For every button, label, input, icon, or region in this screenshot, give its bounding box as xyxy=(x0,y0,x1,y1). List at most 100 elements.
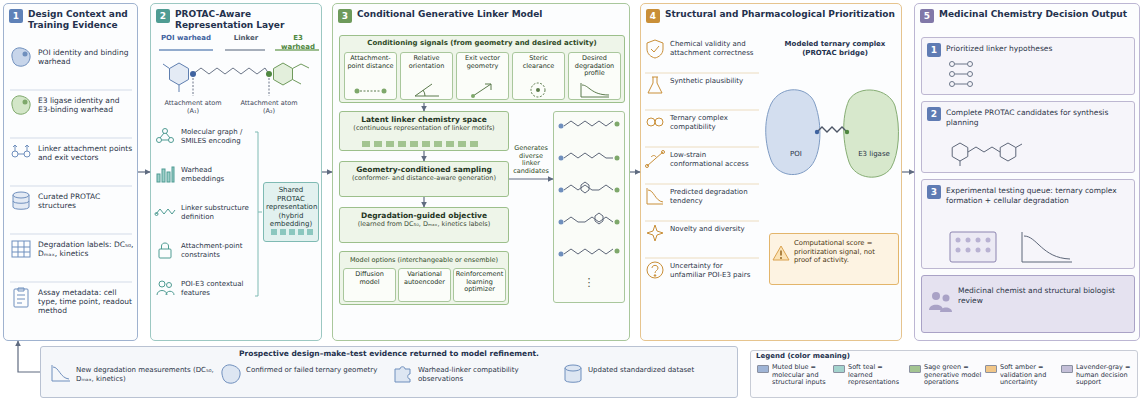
annotation-label: Linker attachment points and exit vector… xyxy=(38,144,134,162)
node-title: Shared PROTAC representation (hybrid emb… xyxy=(264,183,318,229)
objective-box: Degradation-guided objective(learned fro… xyxy=(339,207,509,243)
annotation-label: POI xyxy=(776,150,816,159)
edge-label: Generates diverse linker candidates xyxy=(511,145,551,175)
annotation-label: Synthetic plausibility xyxy=(670,77,760,86)
step-number: 2 xyxy=(927,107,941,121)
conditioning-box: Conditioning signals (from geometry and … xyxy=(339,35,625,103)
legend-item: Soft teal = learned representations xyxy=(833,364,907,394)
step-number: 5 xyxy=(920,9,934,23)
legend-swatch xyxy=(1061,365,1073,373)
node-title: ⋮ xyxy=(554,112,624,289)
flow-arrow xyxy=(509,178,553,179)
model-box: Variational autoencoder xyxy=(398,268,451,302)
legend-item: Muted blue = molecular and structural in… xyxy=(757,364,831,394)
annotation-label: Attachment-point constraints xyxy=(181,242,253,259)
annotation-label: E3 ligase xyxy=(845,150,903,159)
signal-box: Attachment-point distance xyxy=(344,52,397,100)
node-subtitle: Conditional Generative Linker Model xyxy=(357,4,629,20)
node-title: Prospective design–make–test evidence re… xyxy=(41,347,737,358)
stage-panel: 3 Conditional Generative Linker ModelCond… xyxy=(332,3,630,341)
flow-arrow xyxy=(902,171,914,172)
annotation-label: Novelty and diversity xyxy=(670,225,760,234)
annotation-label: POI warhead xyxy=(156,34,216,43)
legend-text: Muted blue = molecular and structural in… xyxy=(772,364,831,387)
annotation-label: New degradation measurements (DC₅₀, Dₘₐₓ… xyxy=(76,366,214,383)
annotation-label: Predicted degradation tendency xyxy=(670,188,760,205)
flow-arrow xyxy=(423,197,424,207)
review-box: Medicinal chemist and structural biologi… xyxy=(921,275,1135,333)
annotation-label: POI-E3 contextual features xyxy=(181,280,253,297)
reviewer-icon xyxy=(922,276,1134,332)
node-subtitle: (conformer- and distance-aware generatio… xyxy=(343,174,505,182)
annotation-label: Updated standardized dataset xyxy=(588,366,726,375)
step-number: 4 xyxy=(646,9,660,23)
node-title: Exit vector geometry xyxy=(458,55,507,70)
legend-text: Soft amber = validation and uncertainty xyxy=(1000,364,1059,387)
legend-item: Sage green = generative model operations xyxy=(909,364,983,394)
linker-candidates xyxy=(554,112,624,302)
annotation-label: E3 ligase identity and E3-binding warhea… xyxy=(38,96,134,114)
node-title: Diffusion model xyxy=(345,271,394,286)
output-box: 2Complete PROTAC candidates for synthesi… xyxy=(921,101,1135,173)
output-box: 1 Prioritized linker hypotheses xyxy=(921,37,1135,95)
flow-arrow xyxy=(630,171,640,172)
step-number: 3 xyxy=(927,185,941,199)
node-title: Attachment-point distance xyxy=(346,55,395,70)
annotation-label: POI identity and binding warhead xyxy=(38,48,134,66)
warning-box: Computational score = prioritization sig… xyxy=(769,233,899,285)
annotation-label: Low-strain conformational access xyxy=(670,151,760,168)
output-box: 3 Experimental testing queue: ternary com… xyxy=(921,179,1135,269)
node-title: Model options (interchangeable or ensemb… xyxy=(343,255,505,264)
model-options-box: Model options (interchangeable or ensemb… xyxy=(339,251,509,305)
node-title: Reinforcement learning optimizer xyxy=(455,271,504,294)
node-subtitle: Prioritized linker hypotheses xyxy=(946,38,1134,54)
annotation-label: Degradation labels: DC₅₀, Dₘₐₓ, kinetics xyxy=(38,240,134,258)
node-subtitle: Experimental testing queue: ternary comp… xyxy=(946,180,1134,205)
step-number: 3 xyxy=(338,9,352,23)
node-subtitle: (continuous representation of linker mot… xyxy=(343,124,505,132)
stage-panel: 5Medicinal Chemistry Decision Output 1Pr… xyxy=(914,3,1140,341)
annotation-label: Uncertainty for unfamiliar POI-E3 pairs xyxy=(670,262,760,279)
annotation-label: Confirmed or failed ternary geometry xyxy=(246,366,384,375)
legend-swatch xyxy=(985,365,997,373)
model-box: Reinforcement learning optimizer xyxy=(453,268,506,302)
legend-swatch xyxy=(757,365,769,373)
flow-arrow xyxy=(138,171,150,172)
step-number: 2 xyxy=(156,9,170,23)
node-subtitle: PROTAC-Aware Representation Layer xyxy=(175,4,321,31)
legend-item: Soft amber = validation and uncertainty xyxy=(985,364,1059,394)
latent-space-box: Latent linker chemistry space(continuous… xyxy=(339,111,509,151)
node-title: Latent linker chemistry space xyxy=(343,115,505,124)
candidate-box: ⋮ xyxy=(553,111,625,303)
signal-box: Steric clearance xyxy=(512,52,565,100)
annotation-label: Warhead-linker compatibility observation… xyxy=(418,366,556,383)
annotation-label: Attachment atom (A₁) xyxy=(158,100,228,115)
legend-item: Lavender-gray = human decision support xyxy=(1061,364,1135,394)
annotation-label: Chemical validity and attachment correct… xyxy=(670,40,760,57)
step-number: 1 xyxy=(927,43,941,57)
annotation-label: Warhead embeddings xyxy=(181,166,253,183)
flow-arrow xyxy=(423,103,424,111)
annotation-label: Assay metadata: cell type, time point, r… xyxy=(38,288,134,315)
flow-arrow xyxy=(322,171,332,172)
protac-molecule xyxy=(151,4,321,340)
flow-arrow xyxy=(18,341,40,372)
embedding-box: Shared PROTAC representation (hybrid emb… xyxy=(263,182,319,242)
legend-swatch xyxy=(833,365,845,373)
annotation-label: Linker xyxy=(226,34,266,43)
stage-panel: 2 PROTAC-Aware Representation Layer Share… xyxy=(150,3,322,341)
signal-box: Exit vector geometry xyxy=(456,52,509,100)
legend-text: Lavender-gray = human decision support xyxy=(1076,364,1135,387)
node-title: Conditioning signals (from geometry and … xyxy=(343,39,621,48)
node-title: Variational autoencoder xyxy=(400,271,449,286)
annotation-label: Linker substructure definition xyxy=(181,204,253,221)
node-title: Degradation-guided objective xyxy=(343,211,505,220)
flow-arrow xyxy=(423,151,424,161)
node-title: Relative orientation xyxy=(402,55,451,70)
node-title: Steric clearance xyxy=(514,55,563,70)
signal-box: Relative orientation xyxy=(400,52,453,100)
node-subtitle: Design Context and Training Evidence xyxy=(28,4,137,31)
legend-swatch xyxy=(909,365,921,373)
annotation-label: Modeled ternary complex (PROTAC bridge) xyxy=(772,40,898,57)
